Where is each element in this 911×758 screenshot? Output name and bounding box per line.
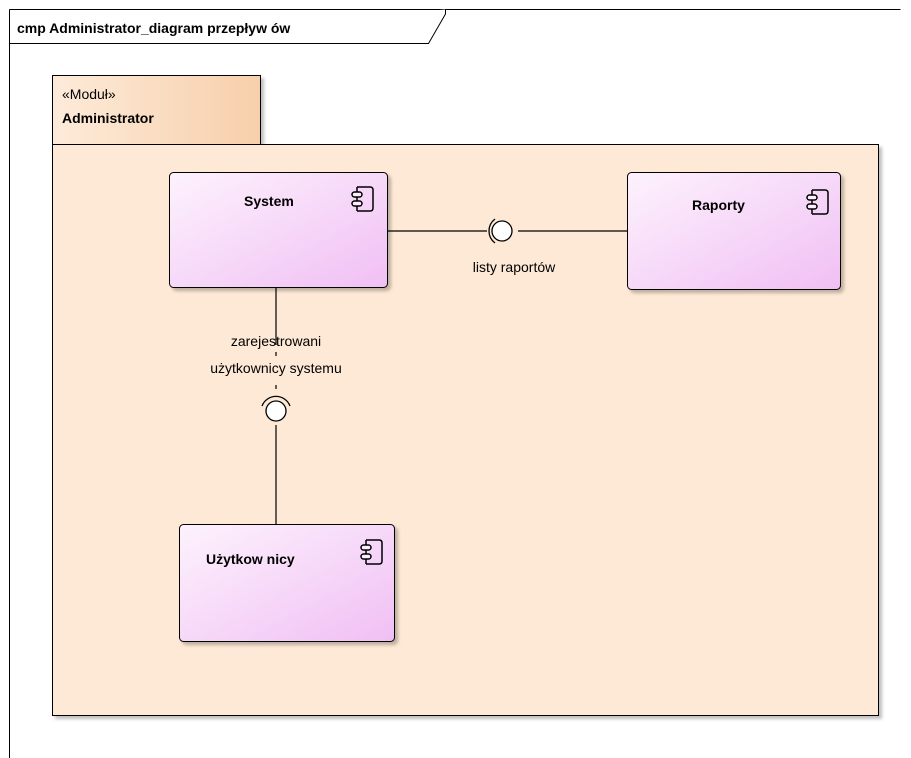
component-uzytkownicy-name: Użytkow nicy (206, 551, 295, 567)
component-system[interactable]: System (169, 172, 388, 288)
diagram-frame: cmp Administrator_diagram przepływ ów (9, 9, 901, 758)
socket-icon (261, 395, 291, 407)
interface-reports[interactable] (488, 218, 513, 244)
package-name: Administrator (62, 110, 154, 126)
component-system-name: System (244, 193, 294, 209)
connectors (275, 230, 627, 524)
component-uzytkownicy[interactable]: Użytkow nicy (179, 524, 395, 642)
lollipop-icon (265, 400, 287, 422)
interface-users[interactable] (261, 352, 291, 422)
component-raporty[interactable]: Raporty (627, 172, 841, 290)
component-icon (360, 539, 383, 565)
interface-reports-label: listy raportów (473, 259, 556, 275)
interface-users-label-line2: użytkownicy systemu (210, 360, 341, 376)
lollipop-icon (491, 220, 513, 242)
package-stereotype: «Moduł» (62, 86, 116, 102)
interface-users-label-line1: zarejestrowani (231, 333, 321, 349)
component-raporty-name: Raporty (692, 197, 745, 213)
frame-title: cmp Administrator_diagram przepływ ów (17, 20, 290, 36)
component-icon (806, 189, 829, 215)
socket-icon (488, 218, 496, 244)
component-icon (351, 186, 374, 212)
package-administrator[interactable] (52, 75, 879, 716)
